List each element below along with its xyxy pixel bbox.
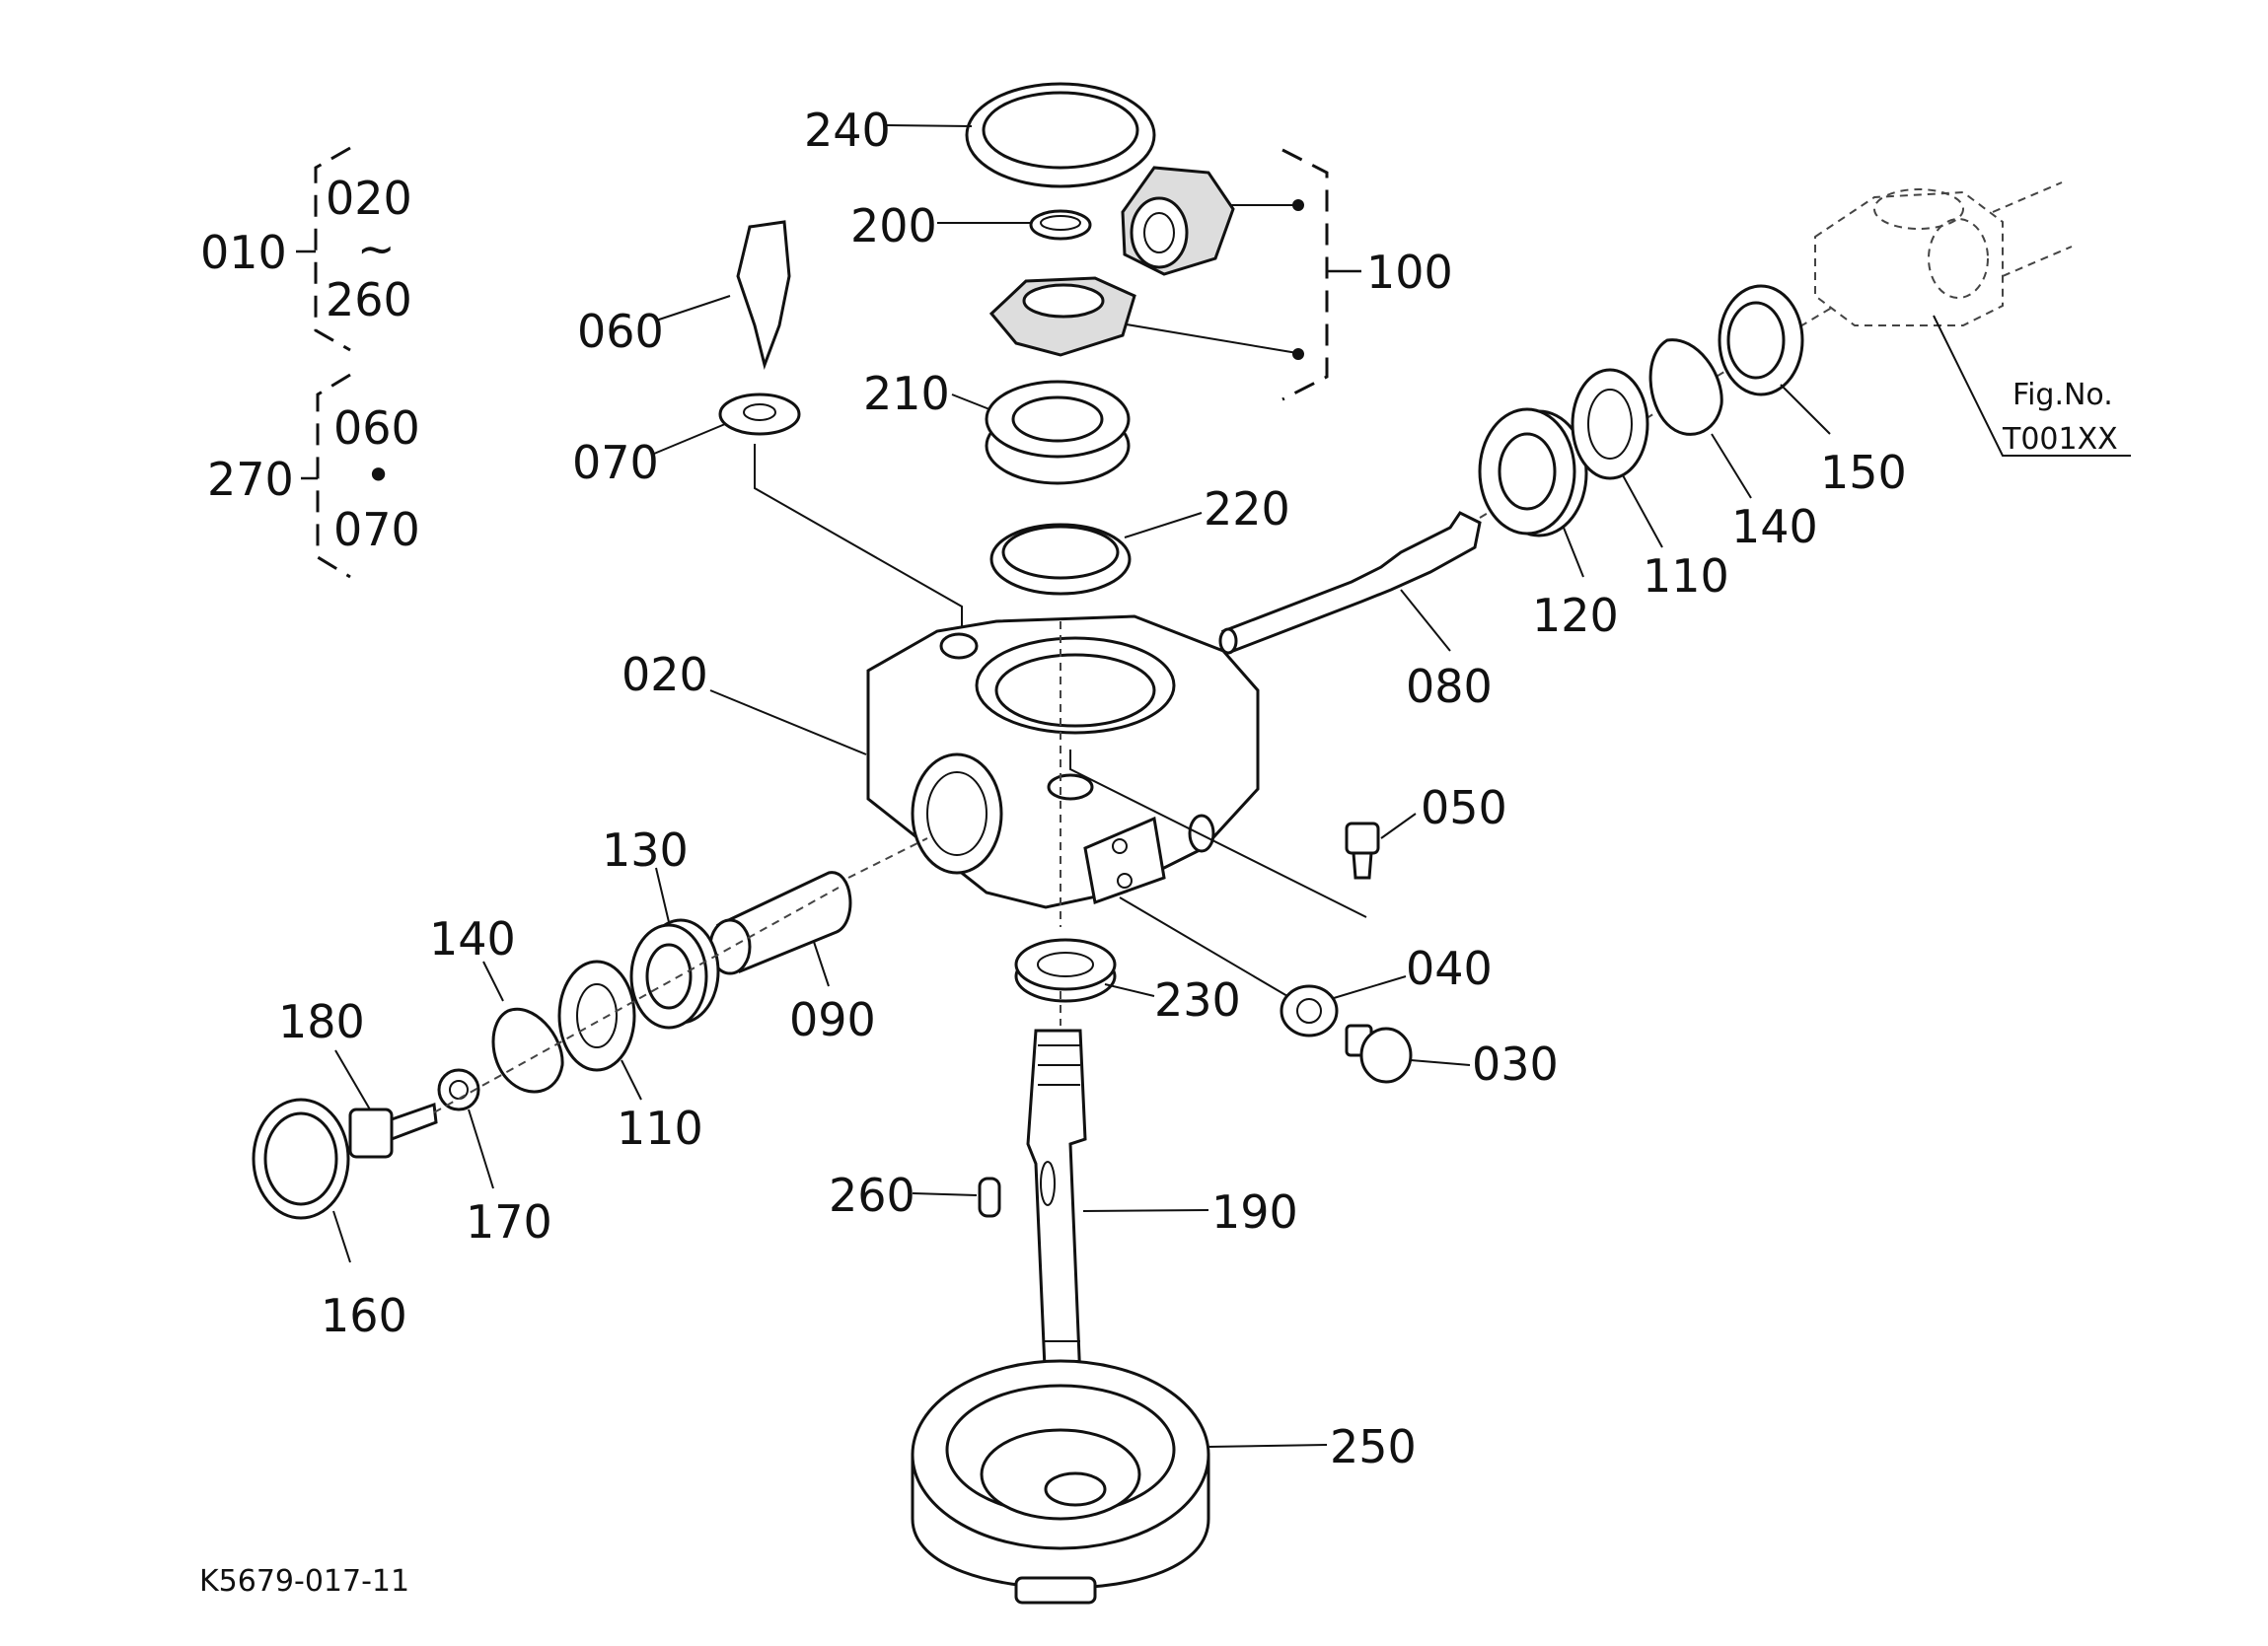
- bearing-130: [629, 867, 720, 1030]
- circlip-140-upper: [1648, 338, 1752, 499]
- key-260: [912, 1177, 1001, 1218]
- universal-joint-reference: [1814, 181, 2131, 457]
- callout-160: 160: [321, 1289, 407, 1342]
- callout-100: 100: [1366, 246, 1453, 299]
- washer-040: [1119, 896, 1407, 1038]
- group-010-from: 020: [326, 172, 412, 225]
- callout-110-lower: 110: [617, 1102, 703, 1155]
- callout-040: 040: [1406, 942, 1493, 995]
- bevel-gear-small: [1121, 166, 1235, 276]
- input-shaft-080: [1218, 305, 1836, 655]
- callout-200: 200: [850, 199, 937, 252]
- callout-250: 250: [1330, 1420, 1417, 1473]
- callout-090: 090: [789, 993, 876, 1046]
- group-010-label: 010: [200, 226, 287, 279]
- callout-210: 210: [863, 367, 950, 420]
- gear-case-020: [709, 614, 1367, 918]
- washer-170: [437, 1068, 494, 1189]
- fig-ref-line2: T001XX: [2002, 422, 2118, 457]
- snap-ring-200: [937, 209, 1092, 241]
- circlip-140-lower: [482, 961, 564, 1094]
- callout-080: 080: [1406, 660, 1493, 713]
- group-100-bracket: [1084, 148, 1361, 401]
- group-010-tilde: ~: [357, 222, 396, 275]
- callout-190: 190: [1211, 1185, 1298, 1239]
- group-270-second: 070: [333, 503, 420, 556]
- washer-070: [653, 393, 963, 646]
- callout-120: 120: [1532, 589, 1619, 642]
- washer-110-lower: [557, 960, 642, 1101]
- bolt-050: [1345, 813, 1417, 880]
- group-010-bracket: 010 020 ~ 260: [200, 146, 412, 352]
- group-010-to: 260: [326, 273, 412, 326]
- spacer-220: [989, 512, 1203, 596]
- drawing-code: K5679-017-11: [199, 1564, 409, 1599]
- bolt-180: [334, 1049, 438, 1159]
- fig-ref-line1: Fig.No.: [2012, 378, 2113, 412]
- callout-130: 130: [602, 823, 689, 877]
- bearing-120: [1478, 407, 1588, 578]
- oil-seal-160: [252, 887, 840, 1263]
- callout-150: 150: [1820, 446, 1907, 499]
- pulley-250: [911, 1359, 1328, 1605]
- bearing-210: [951, 380, 1131, 485]
- callout-170: 170: [466, 1195, 552, 1249]
- oil-seal-150: [1718, 284, 1831, 435]
- sleeve-090: [708, 837, 928, 987]
- callout-070: 070: [572, 436, 659, 489]
- callout-180: 180: [278, 995, 365, 1048]
- breather-060: [655, 220, 791, 371]
- callout-230: 230: [1154, 973, 1241, 1027]
- callout-060: 060: [577, 305, 664, 358]
- plug-030: [1345, 1024, 1471, 1084]
- group-270-bracket: 270 060 • 070: [207, 373, 420, 579]
- cover-seal-240: [885, 82, 1156, 188]
- callout-140-upper: 140: [1731, 500, 1818, 553]
- callout-140-lower: 140: [429, 912, 516, 966]
- washer-110-upper: [1571, 368, 1663, 548]
- group-270-first: 060: [333, 401, 420, 455]
- callout-030: 030: [1472, 1038, 1559, 1091]
- bevel-gear-large: [988, 276, 1136, 357]
- callout-260: 260: [829, 1169, 915, 1222]
- callout-050: 050: [1421, 781, 1507, 834]
- callout-240: 240: [804, 104, 891, 157]
- callout-110-upper: 110: [1643, 549, 1729, 603]
- group-270-label: 270: [207, 453, 294, 506]
- output-shaft-190: [1026, 621, 1209, 1393]
- callout-220: 220: [1204, 482, 1290, 536]
- callout-020: 020: [622, 648, 708, 701]
- group-270-dot: •: [365, 449, 392, 502]
- oil-seal-230: [1014, 938, 1155, 1003]
